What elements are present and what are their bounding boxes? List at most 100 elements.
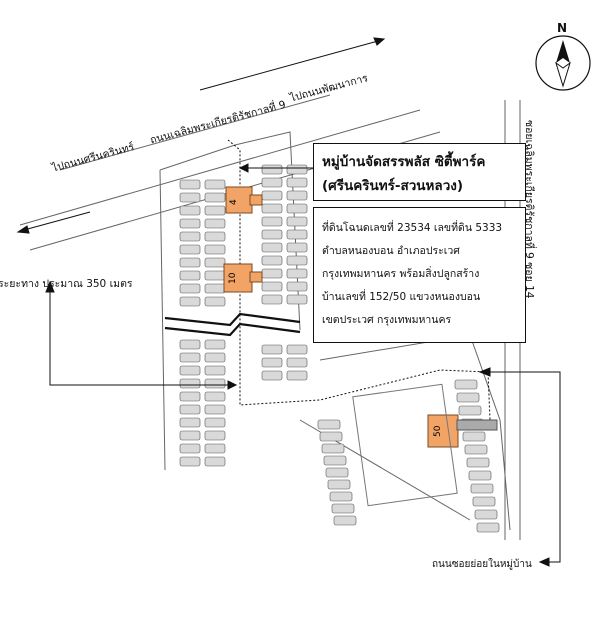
house-lot <box>204 443 226 454</box>
house-lot <box>179 192 201 203</box>
house-lot <box>286 203 308 214</box>
house-lot <box>261 164 283 175</box>
distance-label: ระยะทาง ประมาณ 350 เมตร <box>0 278 133 290</box>
house-lot <box>261 344 283 355</box>
house-lot <box>286 164 308 175</box>
house-lot <box>464 444 488 455</box>
plot-50: 50 <box>427 414 498 448</box>
house-lot <box>204 404 226 415</box>
house-lot <box>286 370 308 381</box>
house-lot <box>286 281 308 292</box>
house-lot <box>179 257 201 268</box>
house-lot <box>204 231 226 242</box>
house-lot <box>179 430 201 441</box>
info-line3: กรุงเทพมหานคร พร้อมสิ่งปลูกสร้าง <box>322 268 480 280</box>
pointer-arrows <box>16 37 561 567</box>
house-lot <box>286 255 308 266</box>
house-lot <box>204 270 226 281</box>
house-lot <box>261 268 283 279</box>
project-title-line1: หมู่บ้านจัดสรรพลัส ซิตี้พาร์ค <box>322 154 486 170</box>
house-lot <box>204 339 226 350</box>
house-lot <box>179 231 201 242</box>
house-lot <box>204 430 226 441</box>
house-lot <box>261 255 283 266</box>
house-lot <box>204 365 226 376</box>
house-lot <box>179 270 201 281</box>
building-block <box>352 383 458 507</box>
house-lot <box>327 479 351 490</box>
house-lot <box>261 190 283 201</box>
house-lot <box>204 192 226 203</box>
house-lot <box>472 496 496 507</box>
house-lot <box>261 203 283 214</box>
house-lot <box>179 218 201 229</box>
house-lot <box>286 268 308 279</box>
house-lot <box>458 405 482 416</box>
house-lot <box>333 515 357 526</box>
house-lot <box>319 431 343 442</box>
house-lot <box>179 179 201 190</box>
info-line4: บ้านเลขที่ 152/50 แขวงหนองบอน <box>322 291 481 303</box>
house-lot <box>179 456 201 467</box>
house-lot <box>286 216 308 227</box>
info-line1: ที่ดินโฉนดเลขที่ 23534 เลขที่ดิน 5333 <box>322 222 503 234</box>
house-lot <box>261 216 283 227</box>
house-lot <box>204 244 226 255</box>
house-lot <box>476 522 500 533</box>
house-lot <box>454 379 478 390</box>
house-lot <box>179 365 201 376</box>
house-lot <box>204 205 226 216</box>
house-lot <box>179 352 201 363</box>
house-rows <box>179 164 500 533</box>
svg-text:4: 4 <box>229 199 239 205</box>
house-lot <box>286 229 308 240</box>
house-lot <box>204 257 226 268</box>
info-line2: ตำบลหนองบอน อำเภอประเวศ <box>322 245 460 257</box>
house-lot <box>179 283 201 294</box>
house-lot <box>179 296 201 307</box>
break-lines <box>164 312 301 337</box>
house-lot <box>204 417 226 428</box>
internal-road-label: ถนนซอยย่อยในหมู่บ้าน <box>432 559 532 570</box>
info-line5: เขตประเวศ กรุงเทพมหานคร <box>322 314 452 326</box>
house-lot <box>470 483 494 494</box>
house-lot <box>329 491 353 502</box>
house-lot <box>261 177 283 188</box>
house-lot <box>325 467 349 478</box>
house-lot <box>179 339 201 350</box>
house-lot <box>204 296 226 307</box>
house-lot <box>179 391 201 402</box>
plot-10: 10 <box>223 263 263 293</box>
house-lot <box>462 431 486 442</box>
project-title-box: หมู่บ้านจัดสรรพลัส ซิตี้พาร์ค (ศรีนครินท… <box>313 143 526 201</box>
house-lot <box>204 218 226 229</box>
house-lot <box>321 443 345 454</box>
house-lot <box>466 457 490 468</box>
house-lot <box>261 357 283 368</box>
house-lot <box>204 391 226 402</box>
house-lot <box>286 294 308 305</box>
house-lot <box>179 244 201 255</box>
house-lot <box>286 242 308 253</box>
house-lot <box>204 283 226 294</box>
house-lot <box>474 509 498 520</box>
compass-north-label: N <box>557 21 568 35</box>
house-lot <box>286 344 308 355</box>
svg-text:50: 50 <box>433 425 443 437</box>
house-lot <box>261 229 283 240</box>
house-lot <box>179 417 201 428</box>
house-lot <box>317 419 341 430</box>
house-lot <box>456 392 480 403</box>
house-lot <box>204 378 226 389</box>
house-lot <box>331 503 355 514</box>
house-lot <box>179 443 201 454</box>
house-lot <box>179 205 201 216</box>
house-lot <box>261 370 283 381</box>
plot-4: 4 <box>225 186 263 214</box>
house-lot <box>179 404 201 415</box>
house-lot <box>468 470 492 481</box>
house-lot <box>286 190 308 201</box>
house-lot <box>261 294 283 305</box>
house-lot <box>286 177 308 188</box>
